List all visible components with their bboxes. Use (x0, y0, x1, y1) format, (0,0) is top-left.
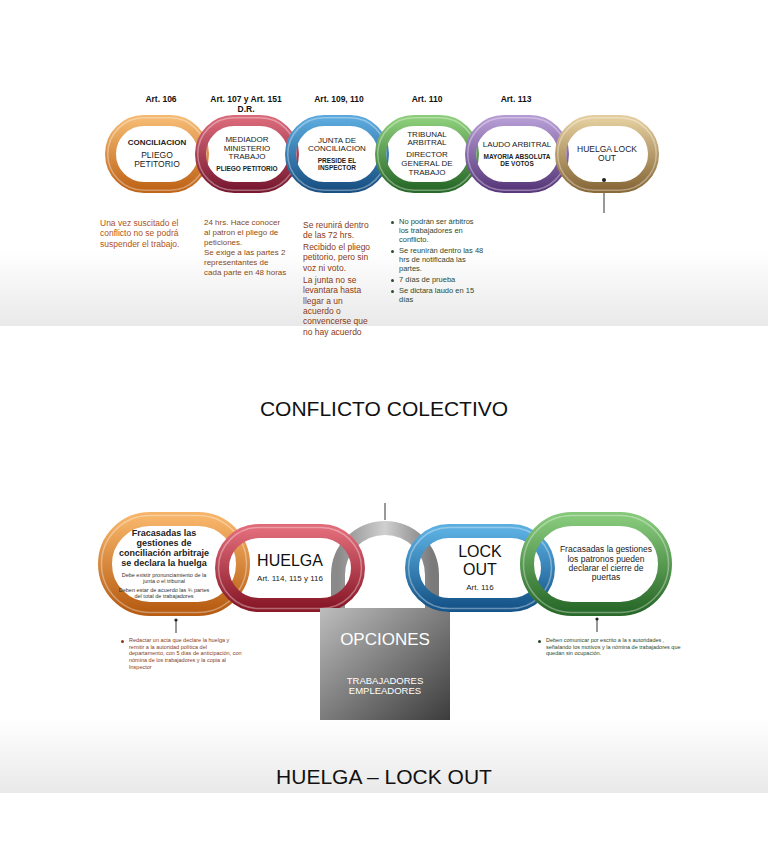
node-content: LAUDO ARBITRAL MAYORIA ABSOLUTA DE VOTOS (481, 128, 553, 180)
node-text: TRIBUNAL ARBITRAL (391, 131, 463, 149)
chain-link: JUNTA DE CONCILIACION PRESIDE EL INSPECTO… (285, 115, 389, 193)
bullet-note: Redactar un acta que declare la huelga y… (120, 637, 242, 671)
node-text: Deben estar de acuerdo las ¾ partes del … (116, 587, 212, 599)
leader-dot (602, 178, 606, 182)
node-text: MEDIADOR MINISTERIO TRABAJO (211, 136, 283, 162)
leader-line (176, 620, 177, 633)
node-content: OPCIONES TRABAJADORES EMPLEADORES (328, 618, 442, 710)
ring-highlight (558, 118, 657, 191)
node-text: LAUDO ARBITRAL (481, 141, 553, 150)
bullet-note: Se dictara laudo en 15 días (390, 286, 484, 304)
node-content: LOCK OUT Art. 116 (441, 539, 519, 597)
note-text: La junta no se levantara hasta llegar a … (303, 275, 375, 337)
article-label: Art. 106 (126, 94, 196, 104)
node-text: PLIEGO PETITORIO (121, 151, 193, 170)
bullet-dot (391, 290, 394, 293)
node-content: CONCILIACION PLIEGO PETITORIO (121, 128, 193, 180)
chain-link: Fracasadas la gestiones los patronos pue… (520, 512, 672, 616)
ring-highlight (198, 118, 297, 191)
ring-stroke (111, 121, 204, 188)
ring-highlight (288, 118, 387, 191)
ring-stroke (527, 519, 665, 609)
article-label: Art. 107 y Art. 151 D.R. (208, 94, 284, 115)
node-content: HUELGA LOCK OUT (571, 128, 643, 180)
padlock-body: OPCIONES TRABAJADORES EMPLEADORES (320, 608, 450, 720)
ring-stroke (222, 531, 358, 605)
node-text: Art. 116 (441, 584, 519, 593)
padlock-fill (320, 608, 450, 720)
node-text: Art. 114, 115 y 116 (251, 575, 329, 584)
node-text: Fracasadas la gestiones los patronos pue… (558, 545, 654, 582)
ring-stroke (201, 121, 294, 188)
background-band (0, 718, 768, 793)
note-text: Se reunirá dentro de las 72 hrs. (303, 220, 375, 241)
node-content: HUELGA Art. 114, 115 y 116 (251, 539, 329, 597)
ring-highlight (524, 516, 669, 613)
chain-link: MEDIADOR MINISTERIO TRABAJO PLIEGO PETITO… (195, 115, 299, 193)
ring-stroke (291, 121, 384, 188)
chain-link: TRIBUNAL ARBITRAL DIRECTOR GENERAL DE TRA… (375, 115, 479, 193)
chain-link: LAUDO ARBITRAL MAYORIA ABSOLUTA DE VOTOS (465, 115, 569, 193)
link-ring (285, 115, 389, 193)
ring-stroke (561, 121, 654, 188)
node-text: OPCIONES (328, 631, 442, 650)
bullet-dot (391, 279, 394, 282)
ring-highlight (219, 528, 362, 609)
node-text: CONCILIACION (121, 139, 193, 148)
ring-stroke (381, 121, 474, 188)
node-text: TRABAJADORES EMPLEADORES (328, 676, 442, 697)
node-content: JUNTA DE CONCILIACION PRESIDE EL INSPECTO… (301, 128, 373, 180)
leader-line (385, 503, 386, 520)
bullet-dot (538, 640, 541, 643)
note-text: Se exige a las partes 2 representantes d… (204, 248, 288, 277)
ring-stroke (471, 121, 564, 188)
chain-link: HUELGA LOCK OUT (555, 115, 659, 193)
bullet-dot (391, 221, 394, 224)
background-band (0, 250, 768, 326)
ring-highlight (378, 118, 477, 191)
node-text: PRESIDE EL INSPECTOR (301, 157, 373, 171)
node-text: Fracasadas las gestiones de conciliación… (116, 529, 212, 569)
node-text: HUELGA LOCK OUT (571, 145, 643, 164)
node-text: JUNTA DE CONCILIACION (301, 137, 373, 155)
padlock-shape (320, 608, 450, 720)
bullet-dot (121, 640, 124, 643)
node-text: DIRECTOR GENERAL DE TRABAJO (391, 151, 463, 177)
leader-line (597, 619, 598, 632)
node-text: MAYORIA ABSOLUTA DE VOTOS (481, 153, 553, 167)
node-content: TRIBUNAL ARBITRAL DIRECTOR GENERAL DE TRA… (391, 128, 463, 180)
bullet-dot (391, 250, 394, 253)
note-text: 24 hrs. Hace conocer al patron el pliego… (204, 218, 288, 247)
bullet-note: 7 días de prueba (390, 275, 484, 284)
node-text: HUELGA (251, 552, 329, 570)
node-text: PLIEGO PETITORIO (211, 165, 283, 172)
node-text: Debe existir pronunciamiento de la junta… (116, 572, 212, 584)
chain-link: CONCILIACION PLIEGO PETITORIO (105, 115, 209, 193)
leader-dot (595, 617, 598, 620)
node-content: Fracasadas la gestiones los patronos pue… (558, 527, 654, 601)
section-caption: HUELGA – LOCK OUT (0, 765, 768, 789)
node-content: Fracasadas las gestiones de conciliación… (116, 527, 212, 601)
ring-highlight (108, 118, 207, 191)
bullet-note: Se reunirán dentro las 48 hrs de notific… (390, 246, 484, 273)
article-label: Art. 110 (395, 94, 459, 104)
article-label: Art. 113 (484, 94, 548, 104)
article-label: Art. 109, 110 (297, 94, 381, 104)
node-text: LOCK OUT (441, 543, 519, 578)
note-text: Recibido el pliego petitorio, pero sin v… (303, 242, 375, 273)
leader-dot (174, 618, 177, 621)
chain-link: HUELGA Art. 114, 115 y 116 (215, 524, 365, 612)
bullet-note: Deben comunicar por escrito a la s autor… (537, 637, 683, 657)
note-text: Una vez suscitado el conflicto no se pod… (100, 218, 198, 249)
section-title: CONFLICTO COLECTIVO (0, 397, 768, 421)
ring-highlight (468, 118, 567, 191)
node-content: MEDIADOR MINISTERIO TRABAJO PLIEGO PETITO… (211, 128, 283, 180)
bullet-note: No podrán ser árbitros los trabajadores … (390, 217, 484, 244)
